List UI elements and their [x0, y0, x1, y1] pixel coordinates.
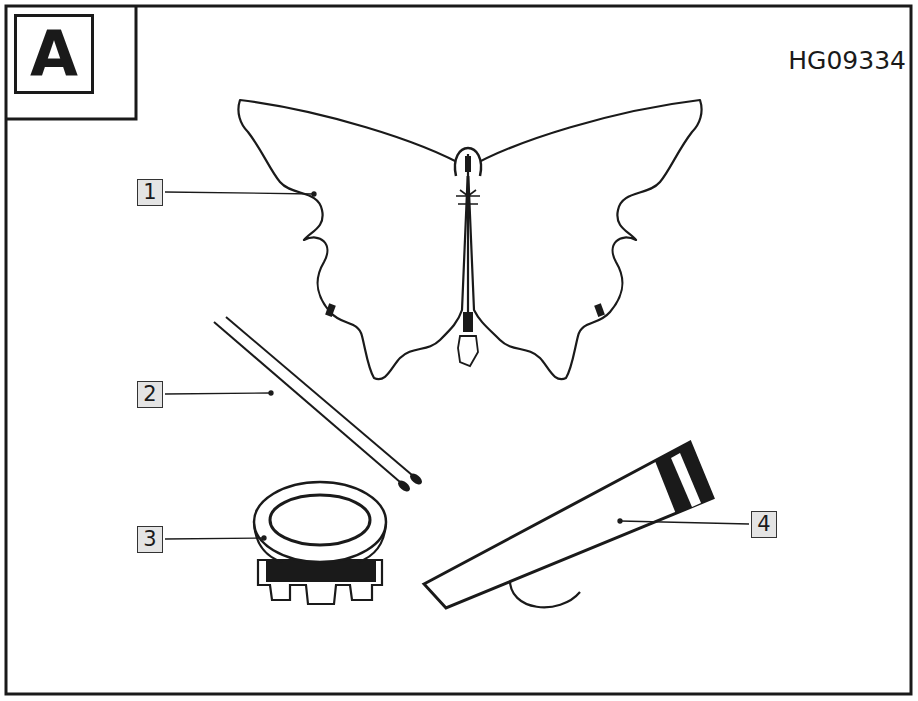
butterfly-kite: [238, 100, 701, 379]
frame: [6, 6, 911, 694]
callout-number: 4: [751, 511, 777, 538]
figure-letter: A: [30, 23, 78, 85]
spar-clip: [456, 190, 480, 204]
tail-clip: [463, 312, 473, 332]
callout-number: 3: [137, 526, 163, 553]
left-wing: [238, 100, 468, 379]
storage-bag: [424, 442, 713, 608]
figure-letter-box: A: [14, 14, 94, 94]
line-reel: [254, 482, 386, 604]
nose-loop: [455, 148, 481, 176]
callout-number: 2: [143, 384, 156, 405]
callout-number: 1: [137, 179, 163, 206]
leader-lines: [165, 192, 749, 540]
spreader-rods: [214, 317, 423, 492]
model-number: HG09334: [788, 48, 906, 73]
callout-number: 2: [137, 381, 163, 408]
kite-frame: [325, 148, 605, 366]
callout-number: 4: [757, 514, 770, 535]
right-wing: [468, 100, 702, 379]
callout-number: 1: [143, 182, 156, 203]
corner-tab: [6, 6, 136, 119]
callout-number: 3: [143, 529, 156, 550]
line-clip: [458, 336, 478, 366]
